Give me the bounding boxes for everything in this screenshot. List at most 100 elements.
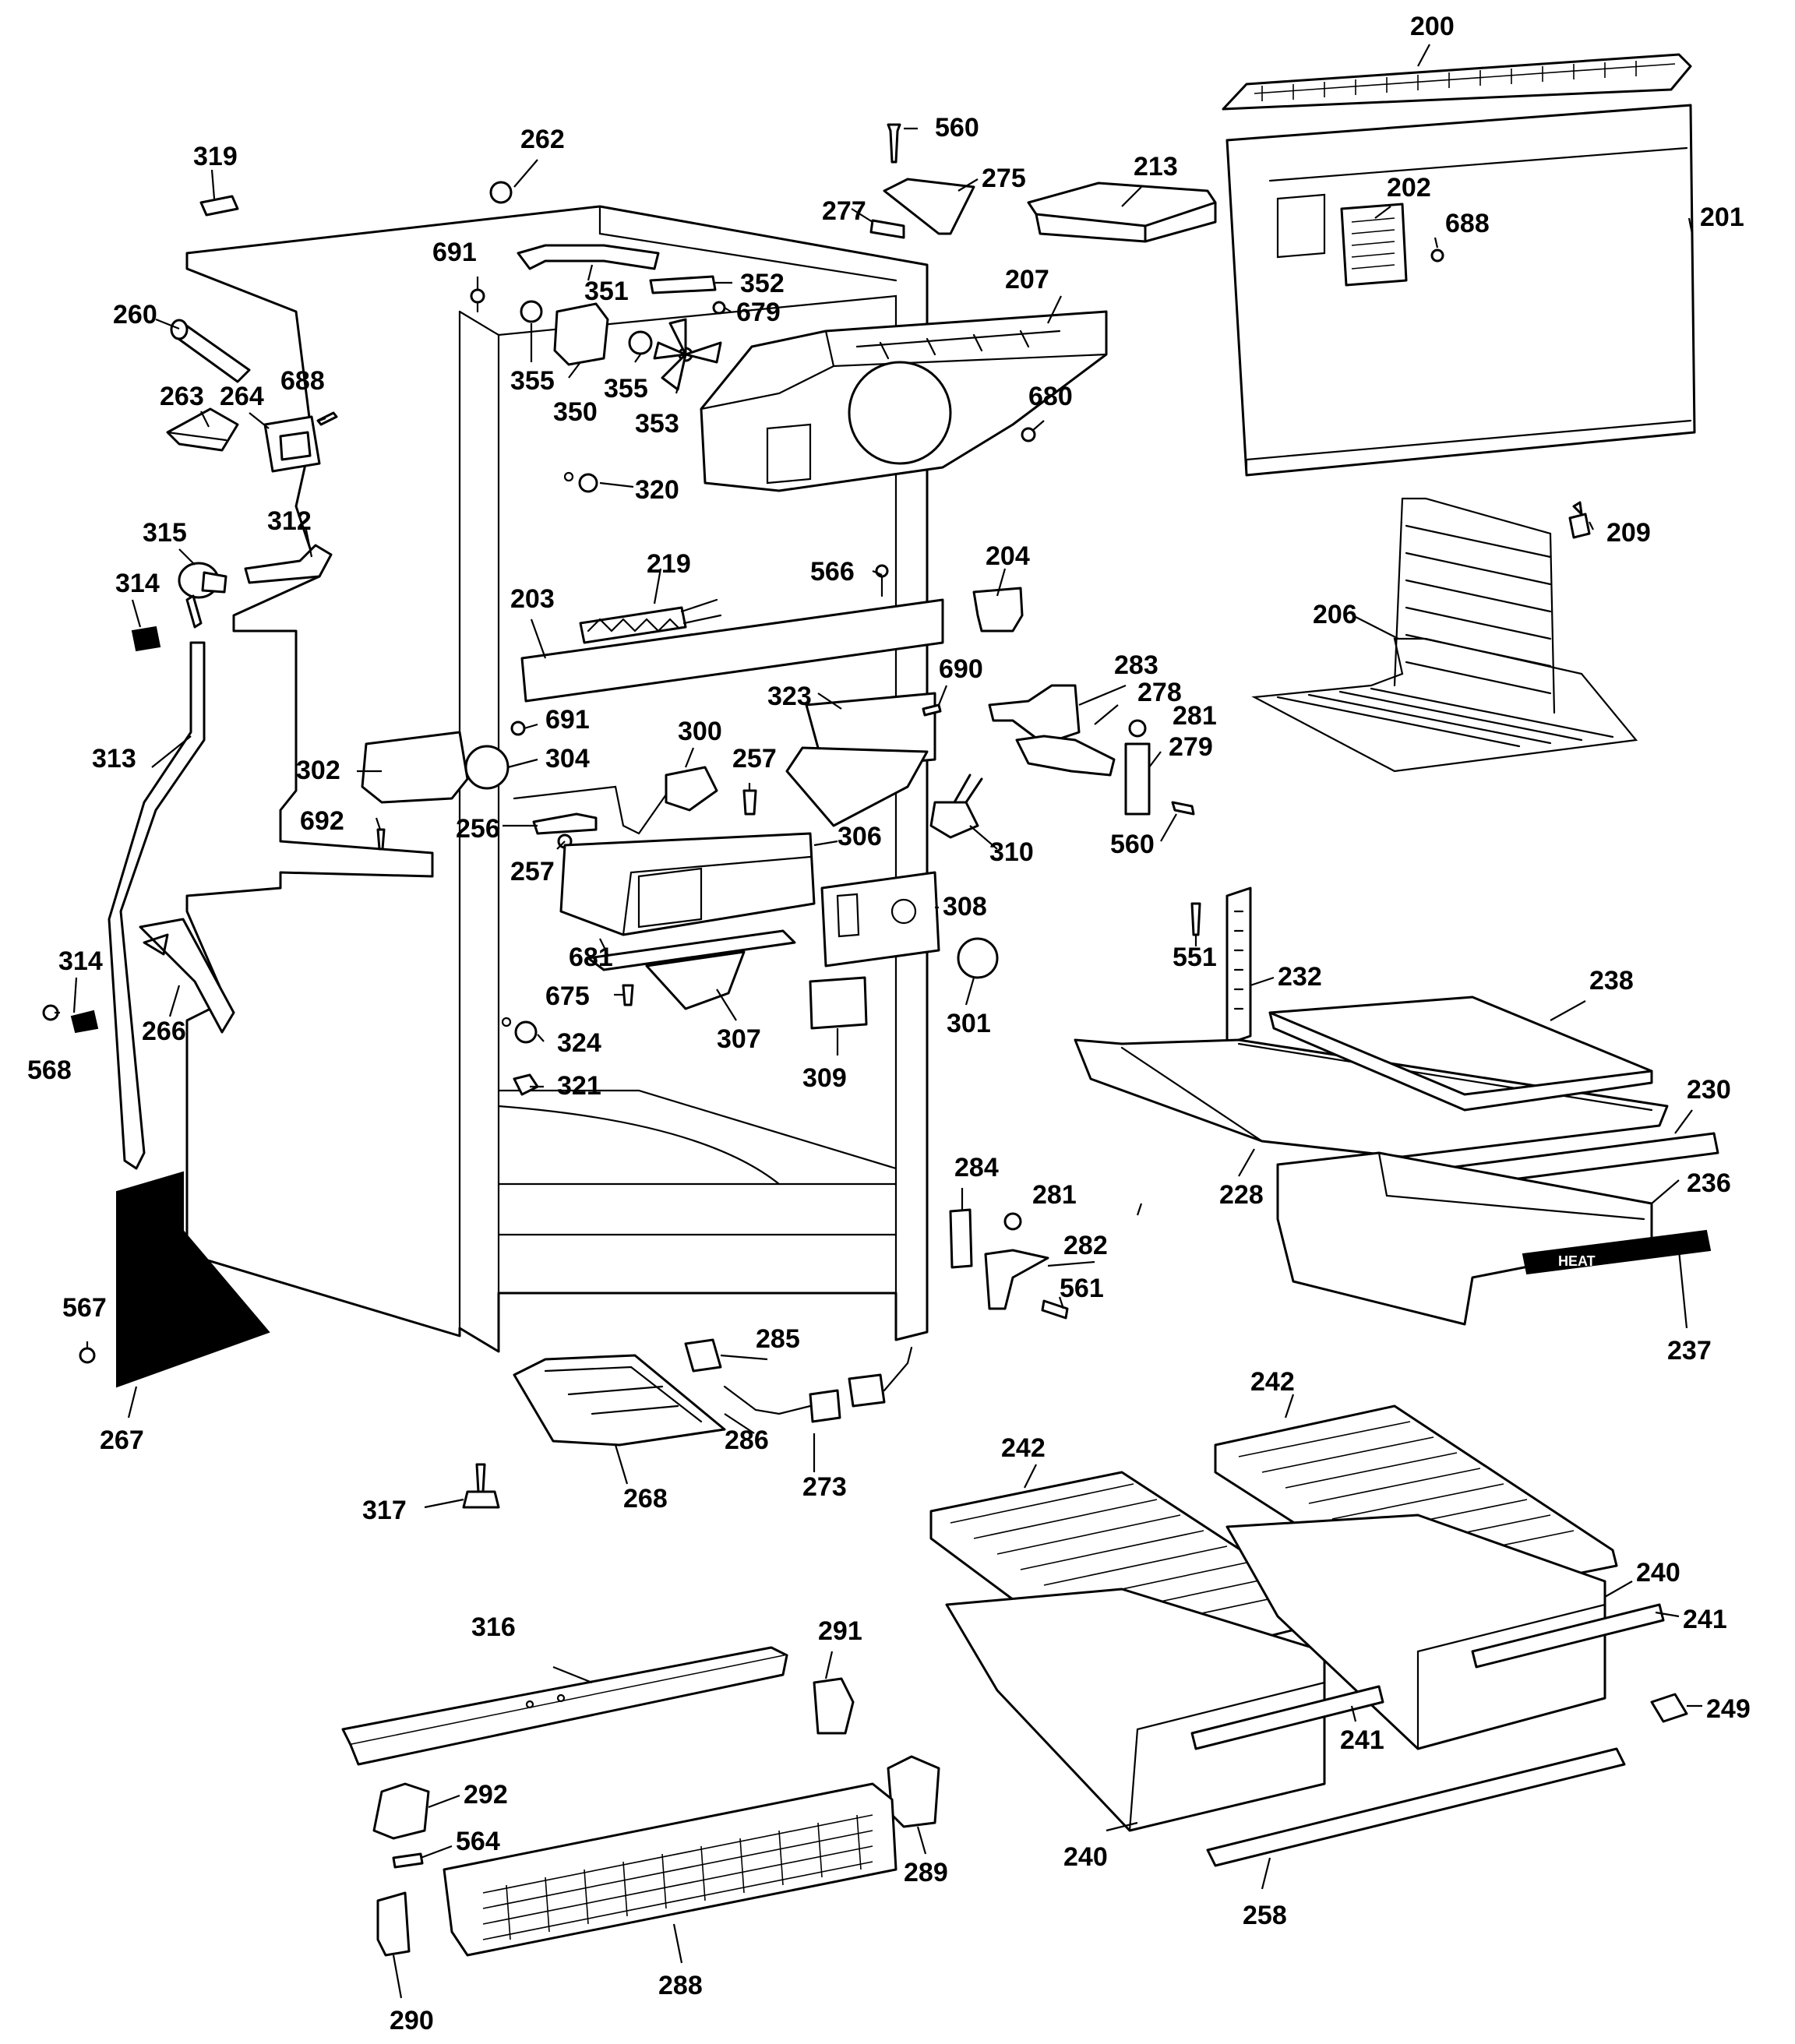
callout-228: 228: [1219, 1180, 1264, 1210]
callout-201: 201: [1700, 203, 1744, 232]
label-309: [809, 976, 868, 1030]
grommet-324: [514, 1020, 538, 1044]
callout-207: 207: [1005, 265, 1049, 294]
callout-277: 277: [822, 196, 866, 226]
callout-262: 262: [520, 125, 565, 154]
elbow-312: [244, 544, 333, 584]
callout-304: 304: [545, 744, 590, 774]
callout-564: 564: [456, 1827, 500, 1856]
switch-263: [166, 407, 239, 452]
screw-675: [622, 984, 634, 1006]
callout-268: 268: [623, 1484, 668, 1514]
shelf-228: [1074, 1038, 1669, 1158]
callout-301: 301: [947, 1009, 991, 1038]
callout-284: 284: [954, 1153, 999, 1182]
rail-232: [1225, 886, 1252, 1045]
base-panel-267: [116, 1171, 270, 1388]
toe-grille-288: [443, 1782, 898, 1957]
callout-240b: 240: [1063, 1842, 1108, 1872]
callout-282: 282: [1063, 1231, 1108, 1260]
callout-285: 285: [756, 1324, 800, 1354]
handle-241-right: [1471, 1603, 1665, 1669]
callout-691b: 691: [545, 705, 590, 735]
callout-567: 567: [62, 1293, 107, 1323]
callout-680: 680: [1028, 382, 1073, 411]
screw-551: [1190, 902, 1201, 936]
drain-tube-313: [108, 641, 206, 1170]
callout-278: 278: [1137, 678, 1182, 707]
clip-249: [1650, 1693, 1688, 1723]
callout-241a: 241: [1683, 1605, 1727, 1634]
callout-289: 289: [904, 1858, 948, 1887]
screw-691-top: [470, 288, 485, 304]
callout-323: 323: [767, 682, 812, 711]
callout-302: 302: [296, 756, 340, 785]
callout-267: 267: [100, 1426, 144, 1455]
callout-273: 273: [802, 1472, 847, 1502]
callout-551: 551: [1173, 943, 1217, 972]
callout-291: 291: [818, 1616, 862, 1646]
dial-304: [464, 745, 510, 790]
screw-690: [922, 703, 942, 717]
screw-561: [1041, 1299, 1069, 1320]
crisper-drawer-240-right: [1225, 1514, 1606, 1750]
callout-242b: 242: [1250, 1367, 1295, 1397]
ice-tray-213: [1027, 181, 1217, 243]
leader-lines: [55, 44, 1702, 1999]
hinge-284: [949, 1208, 973, 1269]
callout-232: 232: [1278, 962, 1322, 992]
grommet-320: [578, 473, 598, 493]
pin-279: [1124, 742, 1151, 816]
bracket-352: [649, 275, 717, 294]
callout-266: 266: [142, 1017, 186, 1046]
screw-688-right: [1430, 248, 1444, 263]
cabinet-shell: [185, 205, 929, 1353]
callout-202: 202: [1387, 173, 1431, 203]
callout-320: 320: [635, 475, 679, 505]
grommet-262: [489, 181, 513, 204]
bracket-256: [532, 812, 598, 835]
clip-290: [376, 1891, 411, 1957]
callout-260: 260: [113, 300, 157, 330]
callout-290: 290: [390, 2006, 434, 2035]
callout-692: 692: [300, 806, 344, 836]
callout-308: 308: [943, 892, 987, 922]
callout-315: 315: [143, 518, 187, 548]
callout-258: 258: [1243, 1901, 1287, 1930]
callout-281a: 281: [1173, 701, 1217, 731]
callout-263: 263: [160, 382, 204, 411]
socket-310: [929, 774, 983, 839]
callout-203: 203: [510, 584, 555, 614]
shelf-238: [1268, 996, 1653, 1112]
callout-237: 237: [1667, 1336, 1712, 1366]
hinge-275: [883, 178, 975, 235]
callout-314b: 314: [58, 946, 103, 976]
callout-300: 300: [678, 717, 722, 746]
screw-567: [79, 1347, 96, 1364]
callout-288: 288: [658, 1971, 703, 2000]
rail-258: [1206, 1747, 1626, 1867]
callout-324: 324: [557, 1028, 601, 1058]
callout-314a: 314: [115, 569, 160, 598]
housing-302: [361, 731, 469, 804]
washer-281-lower: [1003, 1212, 1022, 1231]
clip-314-top: [131, 626, 161, 652]
clip-314-bottom: [70, 1010, 99, 1034]
callout-230: 230: [1687, 1075, 1731, 1105]
callout-241b: 241: [1340, 1725, 1384, 1755]
callout-688b: 688: [280, 366, 325, 396]
washer-281-upper: [1128, 719, 1147, 738]
fitting-315: [178, 562, 227, 629]
callout-257b: 257: [510, 857, 555, 886]
fan-motor-350: [553, 302, 609, 366]
thermostat-300: [513, 766, 718, 835]
callout-679: 679: [736, 298, 781, 327]
bracket-291: [813, 1677, 855, 1735]
knob-301: [957, 937, 999, 979]
callout-312: 312: [267, 506, 312, 536]
callout-317: 317: [362, 1496, 407, 1525]
harness-286: [723, 1385, 841, 1423]
handle-237: HEAT: [1522, 1229, 1712, 1275]
callout-568: 568: [27, 1055, 72, 1085]
